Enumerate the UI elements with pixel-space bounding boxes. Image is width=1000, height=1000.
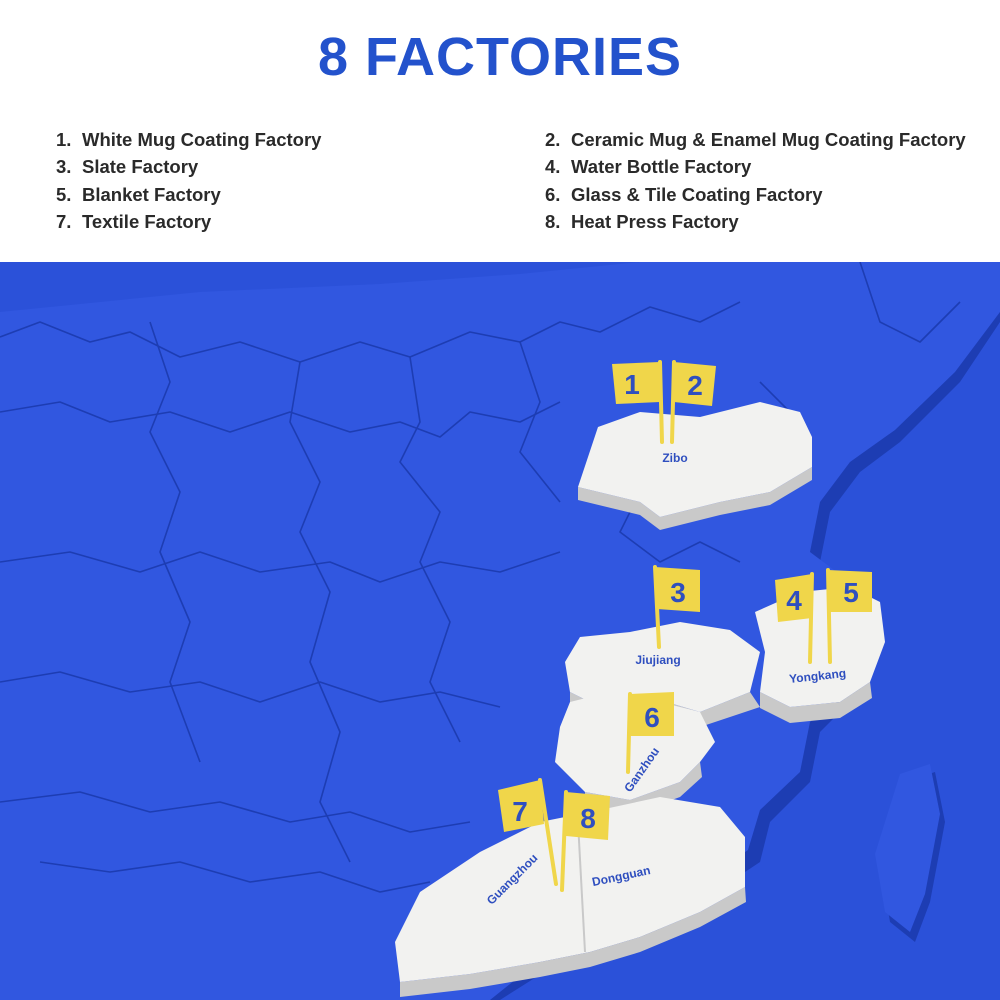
flag-number: 4 bbox=[786, 585, 802, 616]
factory-number: 1. bbox=[56, 129, 72, 150]
factory-list-left: 1. White Mug Coating Factory 3. Slate Fact… bbox=[56, 126, 321, 235]
region-yongkang-side bbox=[760, 682, 872, 723]
region-ganzhou bbox=[555, 692, 715, 800]
flag-4: 4 bbox=[775, 572, 814, 664]
flag-number: 8 bbox=[580, 803, 596, 834]
factory-item: 6. Glass & Tile Coating Factory bbox=[545, 181, 966, 208]
taiwan-island bbox=[875, 764, 940, 932]
factory-name: Ceramic Mug & Enamel Mug Coating Factory bbox=[571, 129, 966, 150]
factory-number: 8. bbox=[545, 210, 561, 232]
flag-5: 5 bbox=[826, 568, 872, 664]
flag-number: 5 bbox=[843, 577, 859, 608]
flag-6: 6 bbox=[626, 692, 674, 774]
region-label-yongkang: Yongkang bbox=[788, 666, 846, 686]
flag-number: 6 bbox=[644, 702, 660, 733]
flag-7: 7 bbox=[498, 778, 558, 886]
flag-number: 1 bbox=[624, 369, 640, 400]
flag-number: 2 bbox=[687, 370, 703, 401]
factory-number: 2. bbox=[545, 129, 561, 150]
flag-2: 2 bbox=[670, 360, 716, 444]
flag-number: 7 bbox=[512, 796, 528, 827]
flag-number: 3 bbox=[670, 577, 686, 608]
region-ganzhou-side bbox=[585, 762, 702, 815]
factory-name: Slate Factory bbox=[82, 156, 199, 178]
factory-number: 4. bbox=[545, 156, 561, 178]
flag-8: 8 bbox=[560, 790, 610, 892]
china-map: Zibo Jiujiang Yongkang Ganzhou Guangzhou… bbox=[0, 262, 1000, 1000]
factory-name: Water Bottle Factory bbox=[571, 156, 752, 178]
factory-item: 3. Slate Factory bbox=[56, 153, 321, 180]
region-label-jiujiang: Jiujiang bbox=[635, 653, 680, 667]
factory-number: 3. bbox=[56, 156, 72, 178]
factory-item: 8. Heat Press Factory bbox=[545, 208, 966, 235]
flag-1: 1 bbox=[612, 360, 664, 444]
factory-item: 4. Water Bottle Factory bbox=[545, 153, 966, 180]
factory-list-right: 2. Ceramic Mug & Enamel Mug Coating Facto… bbox=[545, 126, 966, 235]
factory-name: Glass & Tile Coating Factory bbox=[571, 183, 823, 205]
region-zibo bbox=[578, 402, 812, 517]
factory-item: 5. Blanket Factory bbox=[56, 181, 321, 208]
factory-item: 1. White Mug Coating Factory bbox=[56, 126, 321, 153]
factory-name: White Mug Coating Factory bbox=[82, 129, 322, 150]
factory-name: Blanket Factory bbox=[82, 183, 221, 205]
page-title: 8 FACTORIES bbox=[317, 27, 683, 87]
guangdong-divider bbox=[577, 821, 586, 953]
region-guangdong-side bbox=[400, 887, 746, 997]
factory-number: 7. bbox=[56, 210, 72, 232]
factory-number: 5. bbox=[56, 183, 72, 205]
factory-name: Heat Press Factory bbox=[571, 210, 739, 232]
factory-name: Textile Factory bbox=[82, 210, 212, 232]
factory-item: 2. Ceramic Mug & Enamel Mug Coating Facto… bbox=[545, 126, 966, 153]
region-jiujiang bbox=[565, 622, 760, 712]
factory-number: 6. bbox=[545, 183, 561, 205]
flag-3: 3 bbox=[653, 565, 700, 649]
factory-item: 7. Textile Factory bbox=[56, 208, 321, 235]
region-label-zibo: Zibo bbox=[662, 451, 687, 465]
region-guangdong bbox=[395, 797, 745, 982]
region-zibo-side bbox=[578, 467, 812, 530]
